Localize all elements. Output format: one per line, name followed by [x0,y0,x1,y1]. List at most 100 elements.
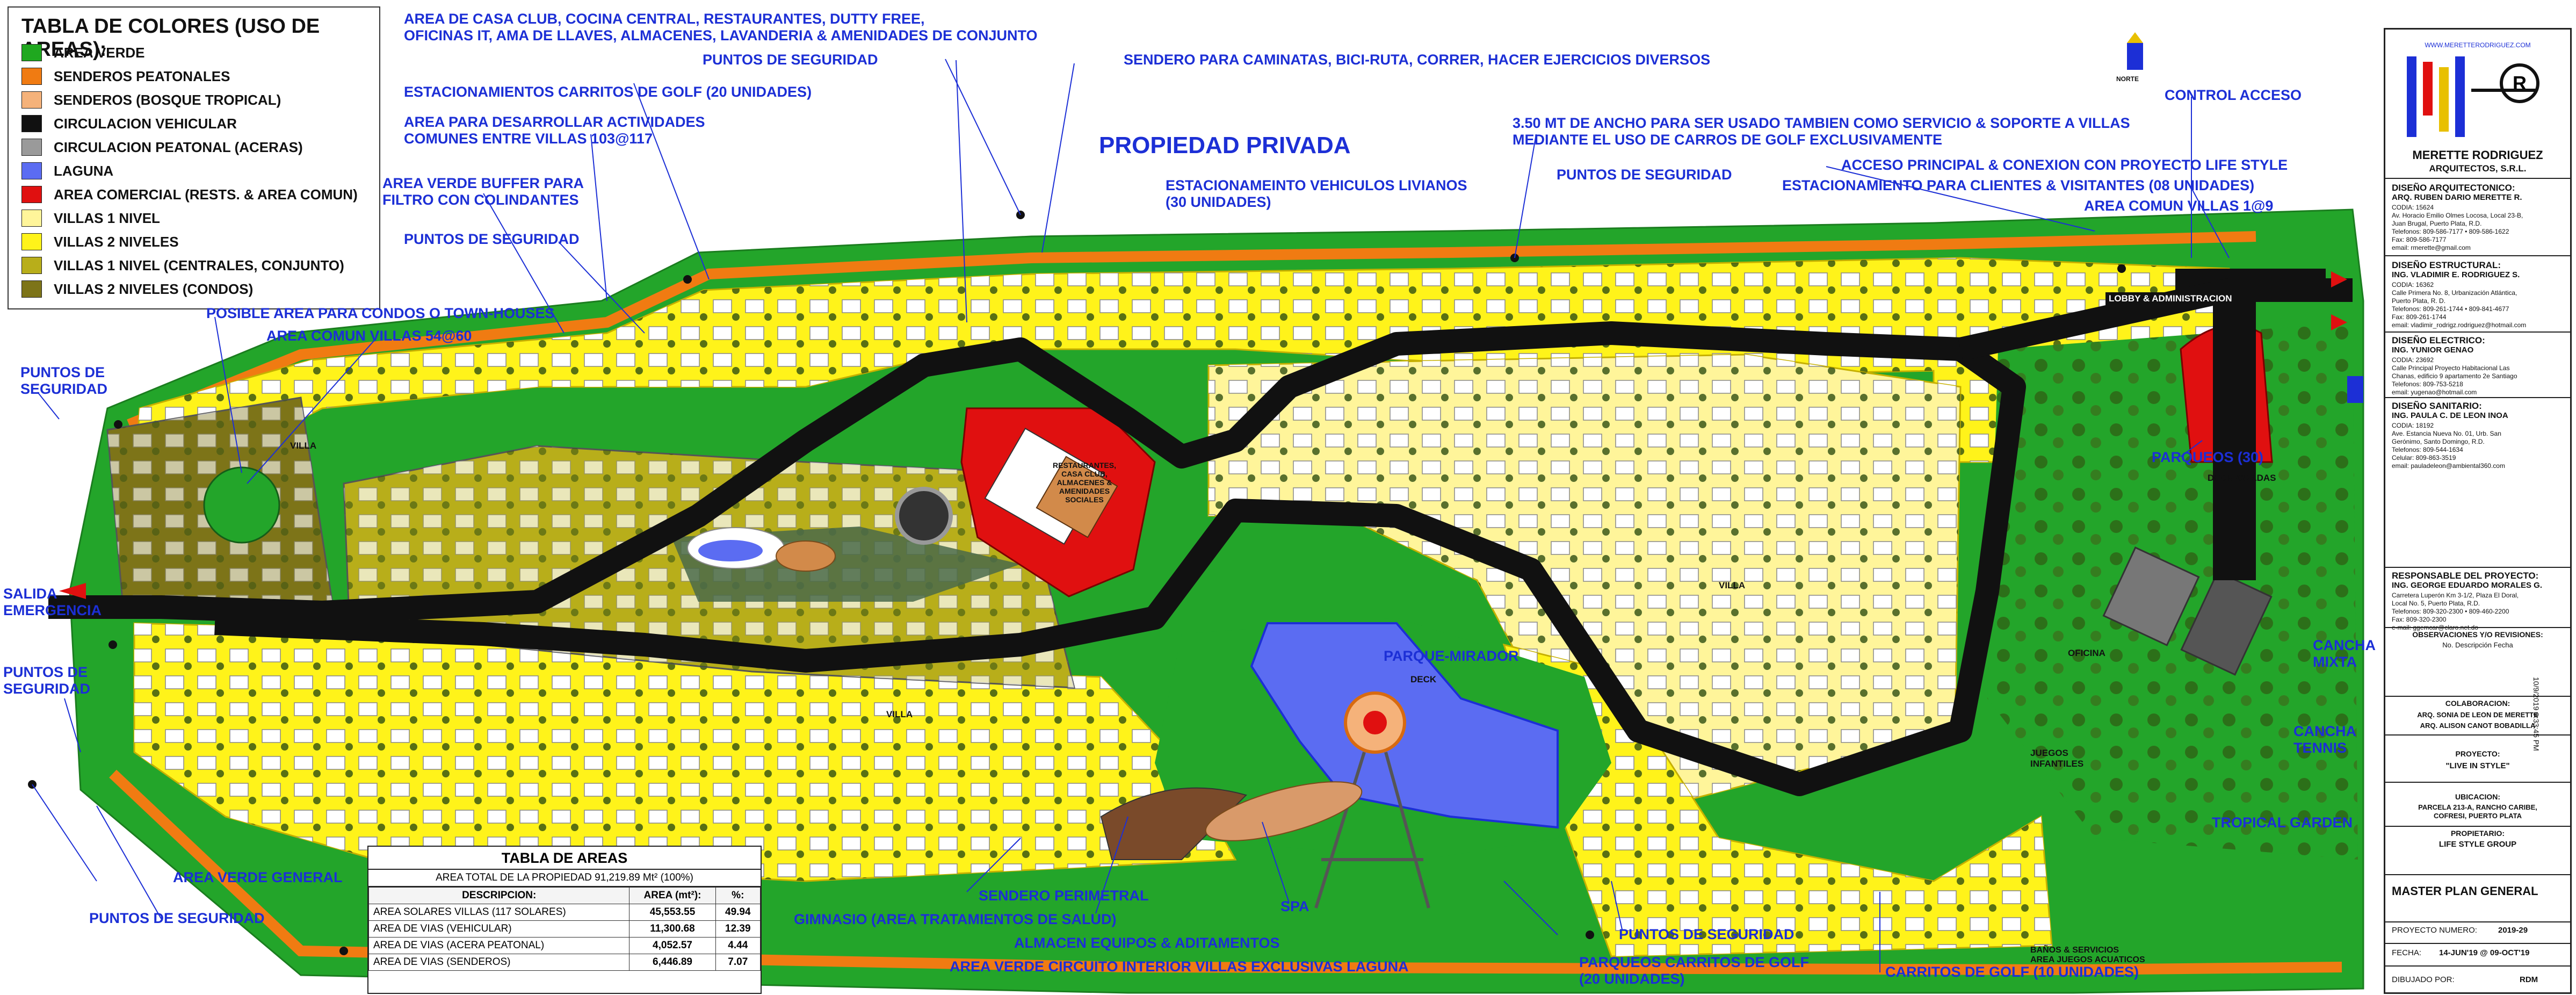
callout-comun-54-60: AREA COMUN VILLAS 54@60 [266,328,472,344]
legend-label: VILLAS 1 NIVEL [54,210,160,226]
callout-puntos-mid: PUNTOS DE SEGURIDAD [1557,167,1732,183]
callout-puntos-left-top: PUNTOS DE SEGURIDAD [404,231,580,247]
fecha-label: FECHA: [2392,948,2422,957]
obs-columns: No. Descripción Fecha [2442,641,2513,649]
north-label: NORTE [2116,75,2139,83]
callout-propiedad-privada: PROPIEDAD PRIVADA [1099,132,1351,158]
callout-carritos-golf: CARRITOS DE GOLF (10 UNIDADES) [1885,964,2139,980]
callout-salida-emergencia: SALIDA EMERGENCIA [3,586,102,619]
table-row: AREA DE VIAS (VEHICULAR) 11,300.68 12.39 [368,920,761,938]
legend-label: AREA VERDE [54,44,145,61]
table-cell: AREA DE VIAS (VEHICULAR) [368,920,630,938]
entrada-arrow-1 [2331,271,2347,287]
legend-item: VILLAS 2 NIVELES (CONDOS) [21,277,253,301]
label-lobby: LOBBY & ADMINISTRACION [2105,292,2235,305]
villas-center-houses [1209,355,1960,806]
roundabout [895,487,953,545]
pool-water [698,540,763,561]
legend-swatch [21,91,42,109]
sendero-perimetral-bottom [109,769,2342,976]
table-cell: 11,300.68 [629,920,716,938]
label-villa: VILLA [886,709,913,719]
resp-name: ING. GEORGE EDUARDO MORALES G. [2392,581,2543,590]
legend-label: CIRCULACION VEHICULAR [54,115,237,132]
legend-item: VILLAS 1 NIVEL (CENTRALES, CONJUNTO) [21,254,344,277]
callout-estac-livianos: ESTACIONAMEINTO VEHICULOS LIVIANOS (30 U… [1166,177,1467,211]
villas-south-west-houses [134,623,1235,881]
legend-label: SENDEROS (BOSQUE TROPICAL) [54,91,281,108]
callout-estac-clientes: ESTACIONAMIENTO PARA CLIENTES & VISITANT… [1782,177,2255,193]
areas-table-total: AREA TOTAL DE LA PROPIEDAD 91,219.89 Mt²… [368,870,761,887]
label-oficina: OFICINA [2068,648,2105,658]
ele-info: CODIA: 23692 Calle Principal Proyecto Ha… [2392,356,2517,396]
cancha-tenis [2180,571,2273,676]
firm-logo: R [2407,56,2539,137]
divider [2385,734,2570,736]
deck-oval [776,540,836,572]
divider [2385,874,2570,875]
callout-puntos-bottom-mid: PUNTOS DE SEGURIDAD [1619,926,1794,942]
callout-puntos-bottom-left: PUNTOS DE SEGURIDAD [89,910,265,926]
arq-info: CODIA: 15624 Av. Horacio Emilio Olmes Lo… [2392,204,2523,251]
dibujado: RDM [2520,975,2538,984]
callout-club: AREA DE CASA CLUB, COCINA CENTRAL, RESTA… [404,11,1038,44]
restaurant-roof [1036,456,1118,538]
arq-heading: DISEÑO ARQUITECTONICO: [2392,183,2515,193]
san-name: ING. PAULA C. DE LEON INOA [2392,411,2508,420]
divider [2385,178,2570,179]
ele-heading: DISEÑO ELECTRICO: [2392,335,2485,345]
callout-comun-1-9: AREA COMUN VILLAS 1@9 [2084,198,2274,214]
mirador-pergola [1314,752,1430,909]
column-header: %: [715,887,761,904]
legend-item: CIRCULACION VEHICULAR [21,112,237,135]
cancha-mixta [2102,546,2200,646]
legend-swatch [21,68,42,85]
legend-swatch [21,210,42,227]
ubicacion: PARCELA 213-A, RANCHO CARIBE, COFRESI, P… [2418,803,2537,820]
legend-label: LAGUNA [54,162,114,179]
callout-tropical-garden: TROPICAL GARDEN [2212,814,2353,831]
est-info: CODIA: 16362 Calle Primera No. 8, Urbani… [2392,281,2527,329]
table-cell: 7.07 [715,954,761,971]
legend-swatch [21,257,42,274]
callout-sendero-perimetral: SENDERO PERIMETRAL [979,888,1149,904]
acceso-principal-road [1958,278,2353,361]
legend-item: CIRCULACION PEATONAL (ACERAS) [21,135,303,159]
callout-spa: SPA [1280,898,1309,914]
fecha: 14-JUN'19 @ 09-OCT'19 [2439,948,2530,957]
legend-swatch [21,233,42,250]
column-header: DESCRIPCION: [368,887,630,904]
label-deck-gradas: DECK-GRADAS [2208,473,2276,483]
callout-parque-mirador: PARQUE-MIRADOR [1384,648,1519,664]
propietario: LIFE STYLE GROUP [2438,840,2517,849]
divider [2385,397,2570,398]
sendero-perimetral-top [127,231,2256,430]
table-cell: 45,553.55 [629,904,716,921]
legend-label: VILLAS 2 NIVELES (CONDOS) [54,280,254,297]
firm-name: MERETTE RODRIGUEZ [2412,148,2543,162]
legend-swatch [21,115,42,132]
callout-leaders [32,59,2230,972]
legend-title: TABLA DE COLORES (USO DE AREAS): [21,15,320,61]
area-comun-54-60 [203,466,280,544]
proyecto-name: "LIVE IN STYLE" [2445,761,2510,770]
ele-name: ING. YUNIOR GENAO [2392,345,2474,355]
divider [2385,255,2570,256]
legend-label: VILLAS 2 NIVELES [54,233,179,250]
legend-item: VILLAS 1 NIVEL [21,206,160,230]
callout-buffer: AREA VERDE BUFFER PARA FILTRO CON COLIND… [382,175,584,208]
legend-item: AREA COMERCIAL (RESTS. & AREA COMUN) [21,183,358,206]
plot-timestamp: 10/9/2019 9:33:45 PM [2532,677,2541,751]
proyecto-num: 2019-29 [2498,926,2528,935]
areas-table: DESCRIPCION: AREA (mt²): %: AREA SOLARES… [368,887,761,971]
legend-item: AREA VERDE [21,41,145,64]
legend-swatch [21,139,42,156]
column-header: AREA (mt²): [629,887,716,904]
proyecto-num-label: PROYECTO NUMERO: [2392,926,2477,935]
callout-area-verde-general: AREA VERDE GENERAL [173,869,343,885]
ubicacion-heading: UBICACION: [2455,792,2500,801]
gimnasio [1100,787,1247,860]
callout-estac-golf: ESTACIONAMIENTOS CARRITOS DE GOLF (20 UN… [404,84,812,100]
legend-swatch [21,280,42,298]
